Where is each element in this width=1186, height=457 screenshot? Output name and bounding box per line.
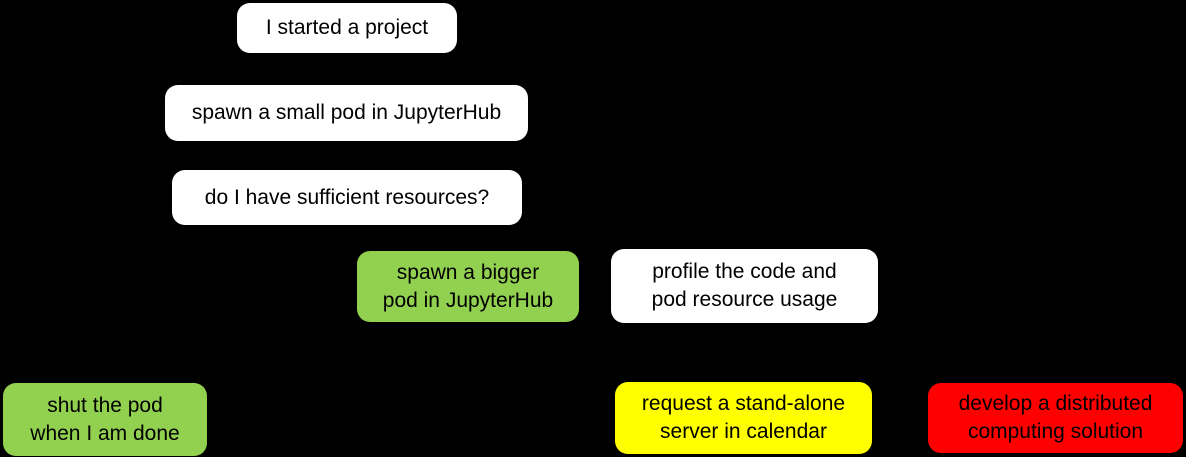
node-profile-code: profile the code and pod resource usage [611,249,878,323]
node-spawn-bigger-pod: spawn a bigger pod in JupyterHub [357,251,579,322]
node-request-server: request a stand-alone server in calendar [615,382,872,454]
node-sufficient-resources: do I have sufficient resources? [172,170,522,225]
node-distributed-solution: develop a distributed computing solution [928,383,1183,453]
node-start-project: I started a project [237,3,457,53]
node-shut-pod: shut the pod when I am done [3,383,207,456]
node-spawn-small-pod: spawn a small pod in JupyterHub [165,85,528,141]
